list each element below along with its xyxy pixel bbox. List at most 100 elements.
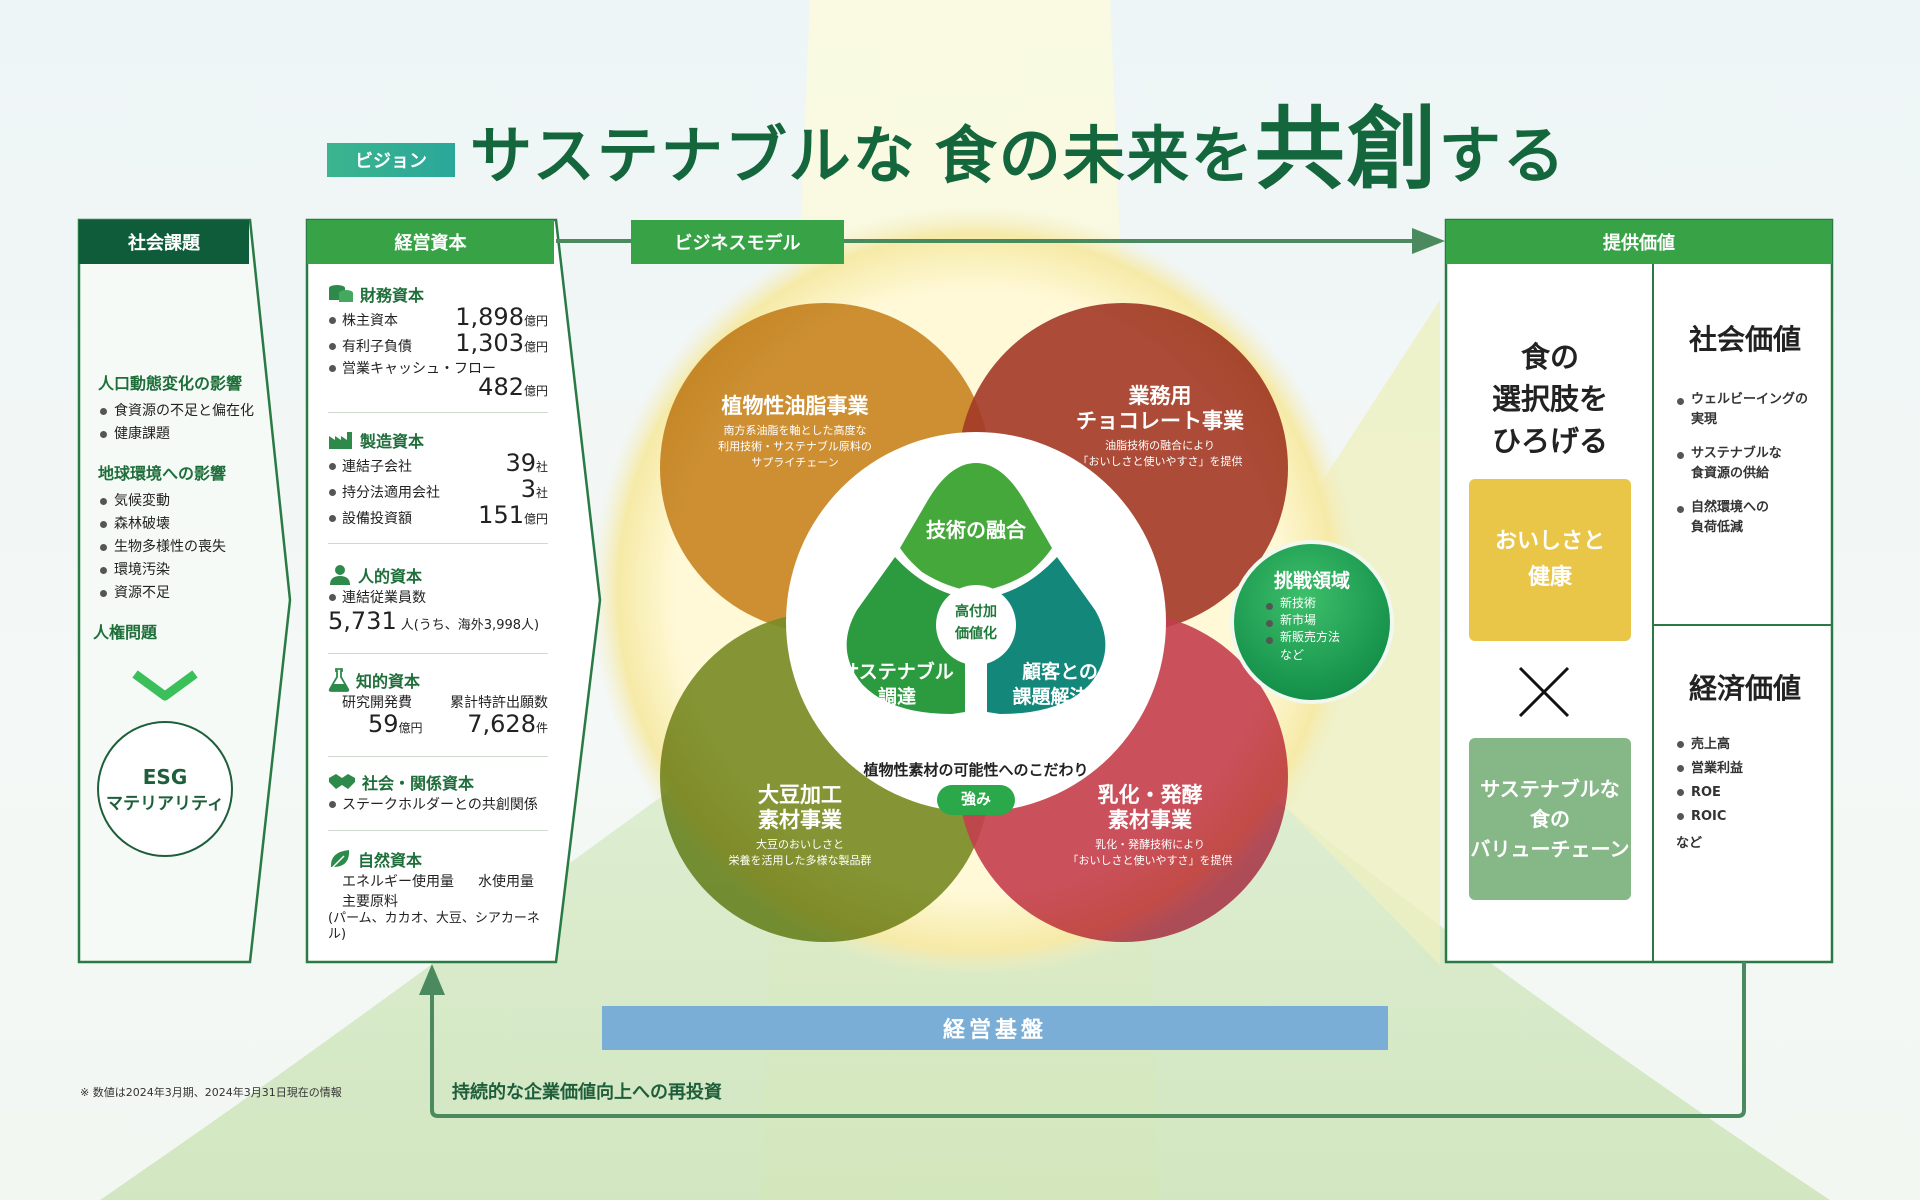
capital-divider xyxy=(328,756,548,757)
capital-divider xyxy=(328,543,548,544)
social-value-item: サステナブルな 食資源の供給 xyxy=(1675,444,1825,484)
issue-item: 環境汚染 xyxy=(98,559,278,582)
esg-label: ESG xyxy=(142,764,188,789)
social-capital: 社会・関係資本 ステークホルダーとの共創関係 xyxy=(328,770,548,816)
capital-row-label: 累計特許出願数 xyxy=(450,695,548,711)
capital-title: 製造資本 xyxy=(360,432,425,451)
economic-value-item: 売上高 xyxy=(1675,733,1825,757)
footnote: ※ 数値は2024年3月期、2024年3月31日現在の情報 xyxy=(80,1086,342,1099)
segment-title: 業務用 チョコレート事業 xyxy=(1076,384,1244,433)
segment-emulsion: 乳化・発酵 素材事業 乳化・発酵技術により 「おいしさと使いやすさ」を提供 xyxy=(1045,783,1255,869)
business-model-header: ビジネスモデル xyxy=(631,220,844,264)
core-sustainable-label: サステナブル 調達 xyxy=(840,661,954,708)
issue-item: 森林破壊 xyxy=(98,513,278,536)
issue-group-title: 地球環境への影響 xyxy=(98,464,227,483)
capital-row-label: 連結従業員数 xyxy=(328,587,426,609)
capital-row: 営業キャッシュ・フロー xyxy=(328,358,548,380)
leaf-icon xyxy=(330,850,350,869)
title-part-2: 食の未来を xyxy=(934,119,1255,192)
page-title: サステナブルな 食の未来を 共創 する xyxy=(470,95,1567,195)
social-value-title: 社会価値 xyxy=(1688,323,1801,356)
segment-desc: 南方系油脂を軸とした高度な 利用技術・サステナブル原料の サプライチェーン xyxy=(718,424,872,469)
core-customer-label: 顧客との 課題解決力 xyxy=(1012,661,1108,708)
strength-badge: 強み xyxy=(960,790,991,808)
esg-materiality-circle: ESG マテリアリティ xyxy=(97,721,233,857)
issue-group-title: 人権問題 xyxy=(93,623,158,642)
social-value-item: 自然環境への 負荷低減 xyxy=(1675,498,1825,538)
core-center-label: 高付加 価値化 xyxy=(955,604,997,642)
segment-oil: 植物性油脂事業 南方系油脂を軸とした高度な 利用技術・サステナブル原料の サプラ… xyxy=(695,394,895,471)
sustainable-value-chain-box: サステナブルな 食の バリューチェーン xyxy=(1469,738,1631,900)
challenge-item: 新技術 xyxy=(1264,595,1374,612)
segment-desc: 大豆のおいしさと 栄養を活用した多様な製品群 xyxy=(728,838,872,867)
capital-divider xyxy=(328,412,548,413)
economic-value-item: ROIC xyxy=(1675,805,1825,829)
capital-title: 人的資本 xyxy=(358,567,423,586)
capital-title: 社会・関係資本 xyxy=(362,774,475,793)
taste-health-box: おいしさと 健康 xyxy=(1469,479,1631,641)
issue-item: 生物多様性の喪失 xyxy=(98,536,278,559)
value-header: 提供価値 xyxy=(1446,220,1832,264)
times-icon xyxy=(1518,666,1570,718)
flask-icon xyxy=(328,668,350,692)
issue-item: 健康課題 xyxy=(98,423,278,446)
social-value-item: ウェルビーイングの 実現 xyxy=(1675,390,1825,430)
title-part-4: する xyxy=(1438,119,1567,192)
segment-soy: 大豆加工 素材事業 大豆のおいしさと 栄養を活用した多様な製品群 xyxy=(700,783,900,869)
reinvest-label: 持続的な企業価値向上への再投資 xyxy=(452,1082,722,1103)
capital-row-sub: (パーム、カカオ、大豆、シアカーネル) xyxy=(328,911,540,942)
segment-title: 乳化・発酵 素材事業 xyxy=(1097,783,1203,832)
segment-chocolate: 業務用 チョコレート事業 油脂技術の融合により 「おいしさと使いやすさ」を提供 xyxy=(1050,384,1270,470)
capital-row-label: 研究開発費 xyxy=(342,695,412,711)
employee-count: 5,731 xyxy=(328,607,397,635)
economic-value-item: 営業利益 xyxy=(1675,757,1825,781)
patent-value: 7,628 xyxy=(467,710,536,738)
vision-tag: ビジョン xyxy=(327,143,455,177)
economic-value-title: 経済価値 xyxy=(1688,672,1801,705)
economic-value-item: ROE xyxy=(1675,781,1825,805)
challenge-item: 新市場 xyxy=(1264,612,1374,629)
chevron-down-icon xyxy=(132,670,198,701)
title-part-1: サステナブルな xyxy=(470,119,917,192)
intellectual-capital: 知的資本 研究開発費 累計特許出願数 59億円 7,628件 xyxy=(328,668,548,738)
social-issues-list: 人口動態変化の影響 食資源の不足と偏在化 健康課題 地球環境への影響 気候変動 … xyxy=(93,370,278,643)
capital-row-label: 水使用量 xyxy=(478,874,534,890)
segment-desc: 油脂技術の融合により 「おいしさと使いやすさ」を提供 xyxy=(1077,439,1243,468)
title-part-3: 共創 xyxy=(1254,97,1439,202)
capital-divider xyxy=(328,653,548,654)
segment-desc: 乳化・発酵技術により 「おいしさと使いやすさ」を提供 xyxy=(1067,838,1233,867)
challenge-title: 挑戦領域 xyxy=(1273,570,1350,592)
factory-icon xyxy=(329,432,352,449)
social-issues-header: 社会課題 xyxy=(79,220,249,264)
natural-capital: 自然資本 エネルギー使用量 水使用量 主要原料 (パーム、カカオ、大豆、シアカー… xyxy=(328,847,548,943)
rnd-value: 59 xyxy=(368,710,399,738)
materiality-label: マテリアリティ xyxy=(106,793,224,814)
economic-value-suffix: など xyxy=(1676,836,1703,851)
capital-row-label: ステークホルダーとの共創関係 xyxy=(328,794,538,816)
handshake-icon xyxy=(329,774,355,789)
economic-value-list: 売上高 営業利益 ROE ROIC xyxy=(1675,733,1825,829)
person-icon xyxy=(330,565,350,585)
core-tech-label: 技術の融合 xyxy=(926,518,1026,542)
value-main-text: 食の 選択肢を ひろげる xyxy=(1491,340,1608,458)
segment-title: 大豆加工 素材事業 xyxy=(758,783,842,832)
capital-header: 経営資本 xyxy=(307,220,554,264)
issue-item: 気候変動 xyxy=(98,490,278,513)
core-caption: 植物性素材の可能性へのこだわり xyxy=(863,761,1089,779)
capital-row-label: エネルギー使用量 xyxy=(342,874,454,890)
foundation-bar: 経営基盤 xyxy=(602,1006,1388,1050)
issue-item: 食資源の不足と偏在化 xyxy=(98,400,278,423)
employee-unit: 人(うち、海外3,998人) xyxy=(400,618,540,633)
issue-group-title: 人口動態変化の影響 xyxy=(98,374,243,393)
coins-icon xyxy=(329,285,353,302)
challenge-item: 新販売方法 xyxy=(1264,629,1374,646)
social-value-list: ウェルビーイングの 実現 サステナブルな 食資源の供給 自然環境への 負荷低減 xyxy=(1675,390,1825,538)
